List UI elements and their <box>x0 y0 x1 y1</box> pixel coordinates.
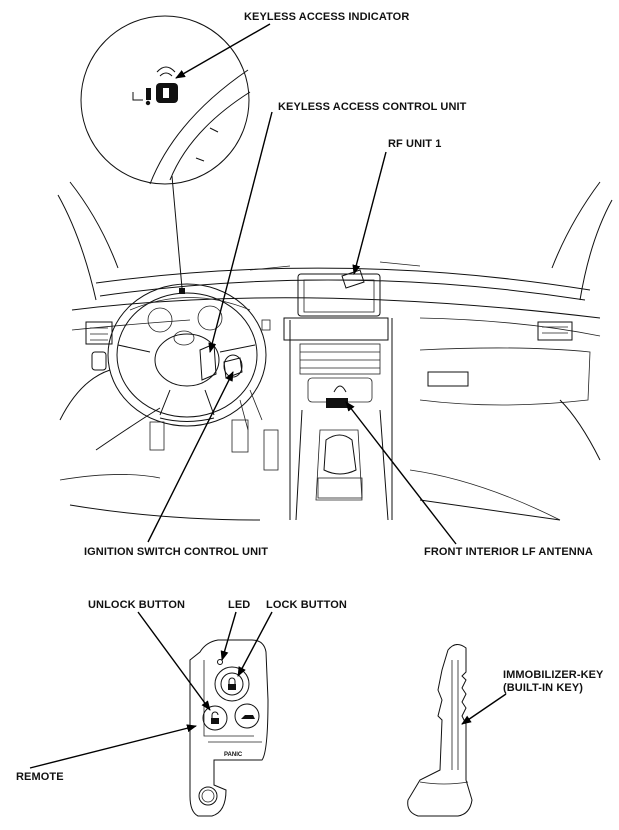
rf-unit-1 <box>341 269 365 289</box>
label-rf-unit-1: RF UNIT 1 <box>388 138 441 150</box>
label-front-interior-lf-antenna: FRONT INTERIOR LF ANTENNA <box>424 546 593 558</box>
keyless-access-indicator-icon <box>132 66 178 106</box>
indicator-detail-callout <box>80 15 251 289</box>
label-unlock-button: UNLOCK BUTTON <box>88 599 185 611</box>
label-lock-button: LOCK BUTTON <box>266 599 347 611</box>
label-remote: REMOTE <box>16 771 64 783</box>
label-ignition-switch-control-unit: IGNITION SWITCH CONTROL UNIT <box>84 546 268 558</box>
dashboard-illustration <box>57 181 613 521</box>
steering-wheel <box>107 283 267 427</box>
ignition-switch-control-unit <box>223 354 243 379</box>
label-keyless-access-indicator: KEYLESS ACCESS INDICATOR <box>244 11 409 23</box>
keyless-access-control-unit <box>199 343 217 381</box>
front-interior-lf-antenna <box>326 385 348 408</box>
label-immobilizer-key-line1: IMMOBILIZER-KEY <box>503 669 604 681</box>
label-immobilizer-key-line2: (BUILT-IN KEY) <box>503 682 583 694</box>
indicator-dash-marker <box>179 288 185 294</box>
unlock-icon <box>211 711 219 724</box>
panic-label: PANIC <box>224 752 243 758</box>
remote-illustration: PANIC <box>189 639 269 817</box>
lock-icon <box>228 677 236 690</box>
label-led: LED <box>228 599 250 611</box>
trunk-icon <box>241 715 255 719</box>
led-light <box>217 659 223 665</box>
label-keyless-access-control-unit: KEYLESS ACCESS CONTROL UNIT <box>278 101 467 113</box>
immobilizer-key-illustration <box>407 644 473 817</box>
